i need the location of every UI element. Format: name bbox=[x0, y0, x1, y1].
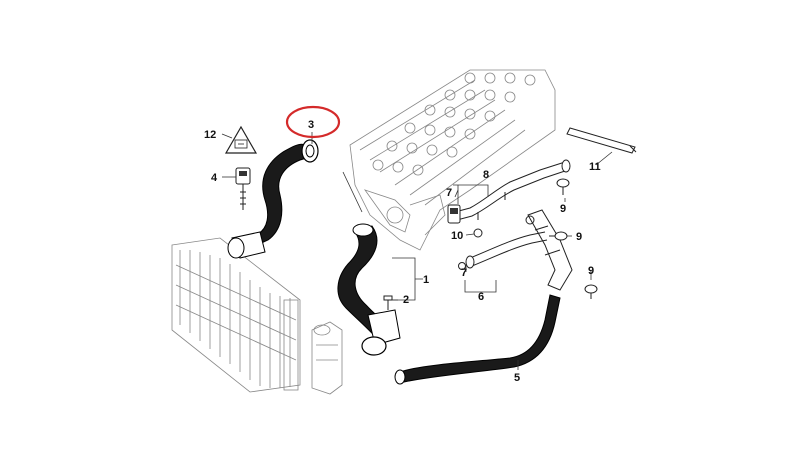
callout-7-lower: 7 bbox=[461, 267, 467, 279]
radiator bbox=[171, 237, 301, 393]
callout-11: 11 bbox=[589, 161, 601, 173]
bolt-2-icon bbox=[383, 295, 393, 310]
callout-4: 4 bbox=[211, 172, 218, 184]
upper-radiator-hose bbox=[227, 139, 319, 259]
callout-12: 12 bbox=[204, 129, 216, 141]
callout-7-upper: 7 bbox=[446, 187, 452, 199]
callout-10: 10 bbox=[451, 230, 463, 242]
bolt-9-icon bbox=[556, 178, 570, 195]
temperature-sensor bbox=[235, 167, 251, 210]
engine-cylinder-head bbox=[349, 69, 556, 251]
upper-coolant-pipe bbox=[447, 159, 571, 224]
callout-9-middle: 9 bbox=[576, 231, 582, 243]
callout-5: 5 bbox=[514, 372, 520, 384]
callout-9-top: 9 bbox=[560, 203, 566, 215]
leader-lines bbox=[221, 132, 613, 370]
expansion-tank bbox=[311, 321, 343, 395]
callout-2: 2 bbox=[403, 294, 409, 306]
callout-3: 3 bbox=[308, 119, 314, 131]
lower-radiator-hose bbox=[337, 223, 401, 356]
highlight-circle bbox=[285, 105, 341, 139]
callout-1: 1 bbox=[423, 274, 429, 286]
callout-6: 6 bbox=[478, 291, 484, 303]
lower-coolant-pipe bbox=[465, 209, 573, 291]
o-ring-7-icon bbox=[458, 262, 466, 270]
callout-9-bottom: 9 bbox=[588, 265, 594, 277]
seal-strip bbox=[566, 127, 637, 154]
heater-return-hose bbox=[394, 294, 561, 385]
bolts bbox=[458, 178, 598, 299]
callout-labels: 3 12 4 1 2 8 7 10 7 6 9 9 9 11 5 bbox=[204, 119, 601, 384]
warning-label-icon bbox=[224, 125, 258, 154]
callout-8: 8 bbox=[483, 169, 489, 181]
bolt-9-icon bbox=[584, 284, 598, 299]
clip-10-icon bbox=[473, 228, 483, 238]
bolt-9-icon bbox=[549, 231, 568, 241]
